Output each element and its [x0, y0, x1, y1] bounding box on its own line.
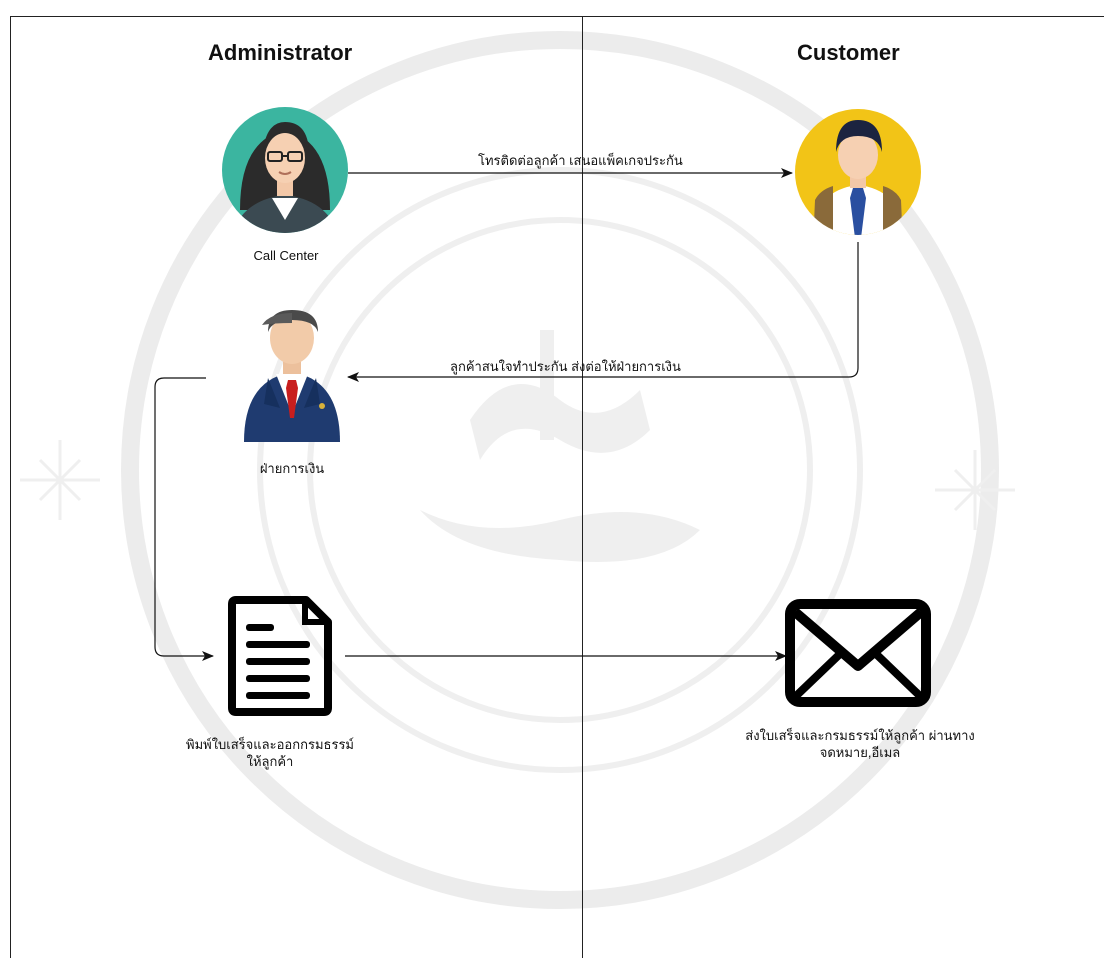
- label-mail: ส่งใบเสร็จและกรมธรรม์ให้ลูกค้า ผ่านทาง จ…: [715, 727, 1005, 761]
- businessman-icon: [244, 310, 340, 442]
- label-receipt-line1: พิมพ์ใบเสร็จและออกกรมธรรม์: [186, 737, 354, 752]
- label-call-center: Call Center: [253, 248, 319, 263]
- edge-label-customer-to-finance: ลูกค้าสนใจทำประกัน ส่งต่อให้ฝ่ายการเงิน: [450, 359, 681, 374]
- edge-finance-to-receipt: [154, 377, 214, 661]
- label-mail-line2: จดหมาย,อีเมล: [819, 745, 901, 760]
- female-operator-icon: [222, 107, 348, 233]
- lane-title-customer: Customer: [797, 40, 900, 65]
- diagram-frame: [10, 16, 1104, 958]
- envelope-icon: [785, 599, 931, 707]
- document-icon: [228, 596, 332, 716]
- lane-divider: [582, 16, 583, 958]
- customer-avatar-icon: [795, 109, 921, 235]
- edge-customer-to-finance: [347, 242, 859, 382]
- label-finance: ฝ่ายการเงิน: [259, 461, 325, 476]
- edge-label-call-to-customer: โทรติดต่อลูกค้า เสนอแพ็คเกจประกัน: [478, 153, 683, 168]
- label-mail-line1: ส่งใบเสร็จและกรมธรรม์ให้ลูกค้า ผ่านทาง: [745, 728, 975, 743]
- label-receipt-line2: ให้ลูกค้า: [246, 754, 294, 769]
- lane-title-administrator: Administrator: [208, 40, 353, 65]
- label-receipt: พิมพ์ใบเสร็จและออกกรมธรรม์ ให้ลูกค้า: [150, 736, 390, 770]
